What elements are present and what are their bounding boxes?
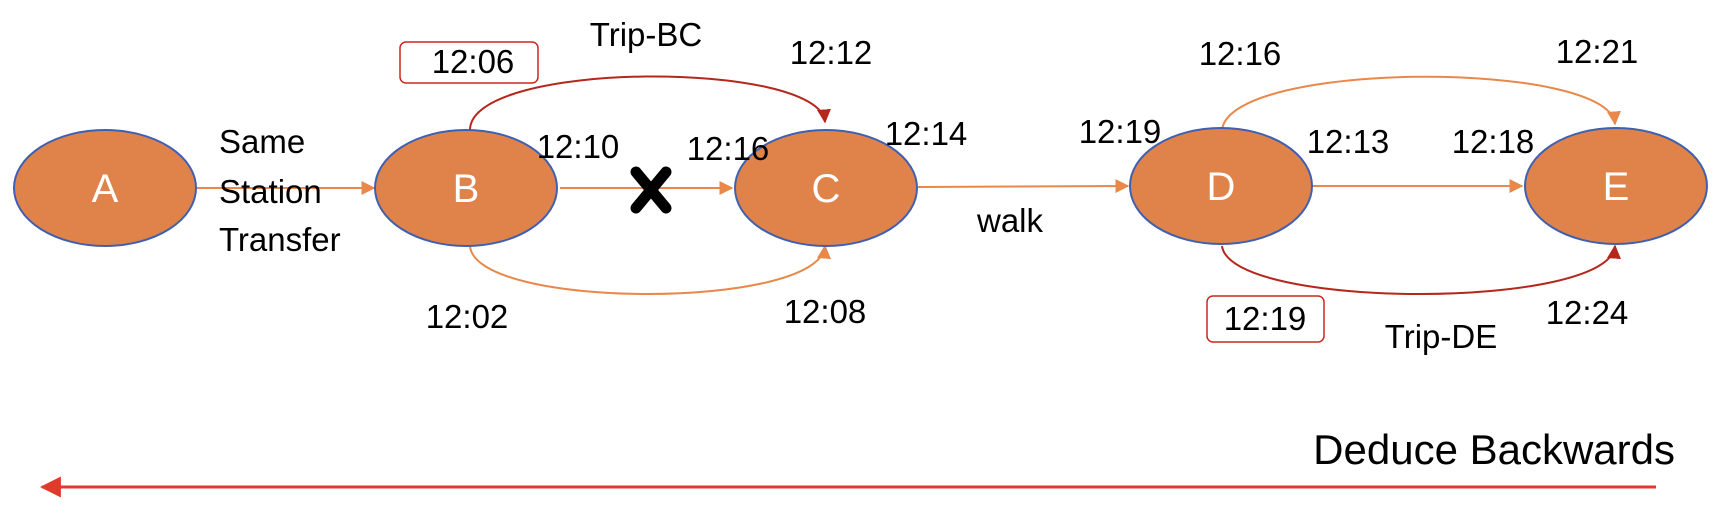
trip-de-label: Trip-DE	[1385, 318, 1497, 355]
highlight-box-d-trip-de-dep	[1206, 295, 1325, 343]
node-a-label: A	[92, 167, 119, 211]
time-d-trip-de-dep: 12:19	[1224, 300, 1307, 337]
walk-label: walk	[976, 202, 1044, 239]
edge-b-c-trip-bc	[469, 75, 831, 131]
edge-d-e-trip-de	[1221, 244, 1621, 295]
time-c-trip-bc-arr: 12:12	[790, 34, 873, 71]
node-e: E	[1524, 127, 1708, 245]
node-b-label: B	[453, 167, 480, 211]
edge-d-e-upper	[1221, 75, 1621, 131]
deduce-backwards-label: Deduce Backwards	[1313, 426, 1675, 473]
time-e-direct-arr: 12:18	[1452, 123, 1535, 160]
highlight-box-b-trip-bc-dep	[399, 41, 539, 84]
time-b-trip-bc-dep: 12:06	[432, 43, 515, 80]
edge-b-c-lower	[469, 244, 831, 295]
cross-icon	[630, 166, 672, 214]
time-b-lower-dep: 12:02	[426, 298, 509, 335]
node-c-label: C	[812, 167, 841, 211]
node-d: D	[1129, 127, 1313, 245]
time-b-direct-dep: 12:10	[537, 128, 620, 165]
time-c-lower-arr: 12:08	[784, 293, 867, 330]
node-d-label: D	[1207, 165, 1236, 209]
time-e-upper-arr: 12:21	[1556, 33, 1639, 70]
time-d-walk-arr: 12:19	[1079, 113, 1162, 150]
time-d-upper-dep: 12:16	[1199, 35, 1282, 72]
node-e-label: E	[1603, 165, 1630, 209]
node-c: C	[734, 129, 918, 247]
edge-c-d-walk	[917, 179, 1130, 194]
time-c-direct-arr: 12:16	[687, 130, 770, 167]
time-d-direct-dep: 12:13	[1307, 123, 1390, 160]
node-b: B	[374, 129, 558, 247]
time-e-trip-de-arr: 12:24	[1546, 294, 1629, 331]
trip-bc-label: Trip-BC	[590, 16, 702, 53]
same-station-transfer-label: Same Station Transfer	[219, 123, 341, 258]
node-a: A	[13, 129, 197, 247]
time-c-walk-dep: 12:14	[885, 115, 968, 152]
